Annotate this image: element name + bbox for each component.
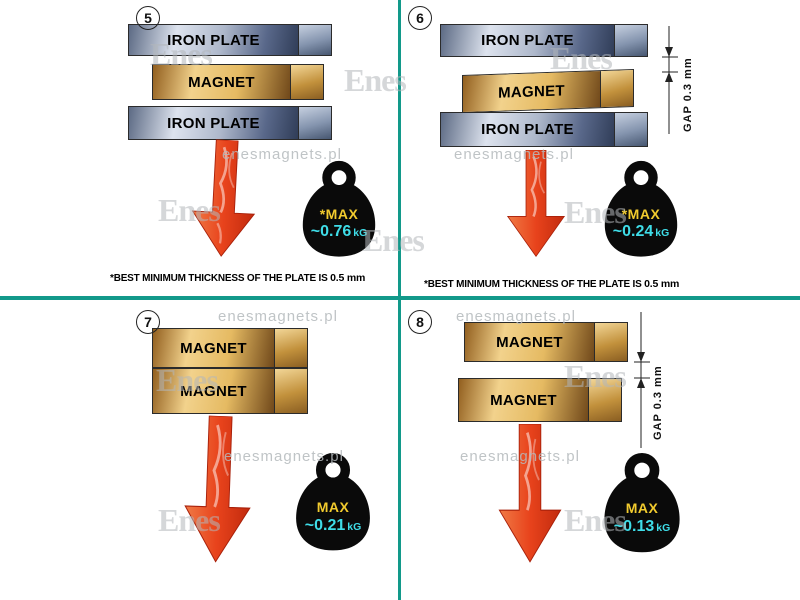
magnet: MAGNET bbox=[152, 64, 324, 100]
magnet-end-cap bbox=[274, 369, 307, 413]
magnet-label: MAGNET bbox=[153, 369, 274, 413]
brand-watermark: Enes bbox=[158, 502, 221, 538]
weight-number: ~0.76 bbox=[310, 223, 352, 241]
panel-number: 7 bbox=[136, 310, 160, 334]
footnote-value: 0.5 mm bbox=[330, 272, 366, 284]
panel-number: 5 bbox=[136, 6, 160, 30]
plate-end-cap bbox=[614, 25, 647, 56]
brand-watermark: Enes bbox=[564, 358, 627, 394]
gap-label: GAP 0.3 mm bbox=[682, 57, 694, 132]
weight-number: ~0.21 bbox=[304, 516, 346, 534]
magnet-bottom: MAGNET bbox=[458, 378, 622, 422]
magnet-label: MAGNET bbox=[459, 379, 588, 421]
iron-plate-label: IRON PLATE bbox=[129, 107, 298, 139]
weight-unit: kG bbox=[655, 227, 670, 240]
iron-plate-bottom: IRON PLATE bbox=[128, 106, 332, 140]
brand-watermark: Enes bbox=[158, 192, 221, 228]
brand-watermark: Enes bbox=[564, 502, 627, 538]
footnote-text: *BEST MINIMUM THICKNESS OF THE PLATE IS bbox=[424, 279, 642, 290]
pull-force-arrow bbox=[500, 149, 572, 263]
footnote-text: *BEST MINIMUM THICKNESS OF THE PLATE IS bbox=[110, 273, 328, 284]
footnote: *BEST MINIMUM THICKNESS OF THE PLATE IS … bbox=[110, 272, 365, 284]
brand-watermark: Enes bbox=[156, 362, 219, 398]
magnet-end-cap bbox=[290, 65, 323, 99]
gap-label: GAP 0.3 mm bbox=[652, 365, 664, 440]
site-watermark: enesmagnets.pl bbox=[454, 146, 574, 163]
iron-plate-label: IRON PLATE bbox=[129, 25, 298, 55]
iron-plate-bottom: IRON PLATE bbox=[440, 112, 648, 147]
plate-end-cap bbox=[298, 107, 331, 139]
brand-watermark: Enes bbox=[344, 62, 407, 98]
magnet-label: MAGNET bbox=[153, 329, 274, 367]
gap-dimension-lines bbox=[634, 310, 658, 455]
iron-plate-top: IRON PLATE bbox=[128, 24, 332, 56]
panel-number: 6 bbox=[408, 6, 432, 30]
magnet-bottom: MAGNET bbox=[152, 368, 308, 414]
site-watermark: enesmagnets.pl bbox=[218, 308, 338, 325]
weight-unit: kG bbox=[656, 521, 671, 534]
magnet-end-cap bbox=[594, 323, 627, 361]
pull-force-arrow bbox=[183, 138, 265, 265]
weight-max-label: MAX bbox=[625, 499, 659, 516]
brand-watermark: Enes bbox=[362, 222, 425, 258]
weight-max-label: *MAX bbox=[319, 205, 359, 222]
brand-watermark: Enes bbox=[550, 40, 613, 76]
weight-max-label: MAX bbox=[316, 498, 350, 515]
brand-watermark: Enes bbox=[150, 36, 213, 72]
site-watermark: enesmagnets.pl bbox=[222, 146, 342, 163]
brand-watermark: Enes bbox=[564, 194, 627, 230]
weight-max-label: *MAX bbox=[621, 205, 661, 222]
magnet-end-cap bbox=[274, 329, 307, 367]
site-watermark: enesmagnets.pl bbox=[224, 448, 344, 465]
pull-force-arrow bbox=[494, 423, 566, 569]
panel-5: 5 IRON PLATE MAGNET IRON PLATE bbox=[0, 0, 425, 300]
weight-unit: kG bbox=[353, 227, 368, 240]
site-watermark: enesmagnets.pl bbox=[456, 308, 576, 325]
weight-unit: kG bbox=[347, 520, 362, 533]
iron-plate-label: IRON PLATE bbox=[441, 113, 614, 146]
magnet-label: MAGNET bbox=[153, 65, 290, 99]
footnote-value: 0.5 mm bbox=[644, 278, 680, 290]
panel-number: 8 bbox=[408, 310, 432, 334]
iron-plate-label: IRON PLATE bbox=[441, 25, 614, 56]
vertical-divider bbox=[398, 0, 401, 600]
weight-number: ~0.24 bbox=[612, 223, 654, 241]
magnet-end-cap bbox=[588, 379, 621, 421]
footnote: *BEST MINIMUM THICKNESS OF THE PLATE IS … bbox=[424, 278, 679, 290]
gap-dimension-lines bbox=[662, 24, 686, 141]
panel-8: 8 MAGNET MAGNET GAP 0.3 mm bbox=[400, 300, 800, 600]
site-watermark: enesmagnets.pl bbox=[460, 448, 580, 465]
plate-end-cap bbox=[298, 25, 331, 55]
magnet-label: MAGNET bbox=[463, 71, 600, 112]
magnet-top: MAGNET bbox=[464, 322, 628, 362]
pull-force-arrow bbox=[177, 415, 258, 571]
plate-end-cap bbox=[614, 113, 647, 146]
magnet-top: MAGNET bbox=[152, 328, 308, 368]
iron-plate-top: IRON PLATE bbox=[440, 24, 648, 57]
weight-number: ~0.13 bbox=[613, 517, 655, 535]
horizontal-divider bbox=[0, 296, 800, 300]
panel-6: 6 IRON PLATE MAGNET IRON PLATE GAP 0.3 m… bbox=[400, 0, 800, 300]
magnet-label: MAGNET bbox=[465, 323, 594, 361]
